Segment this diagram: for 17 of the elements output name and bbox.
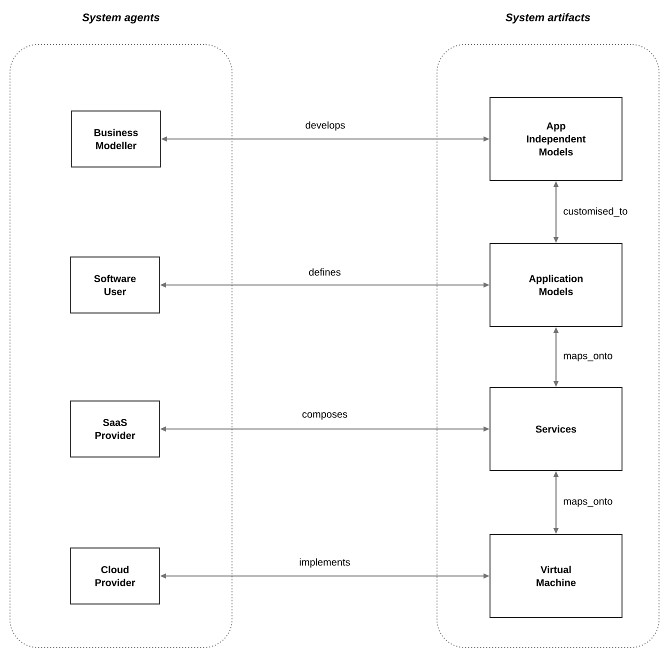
- edge-label: defines: [308, 267, 342, 277]
- edge-label: composes: [300, 411, 349, 421]
- node-label: System artifacts: [506, 13, 590, 24]
- edge-label: maps_onto: [562, 352, 614, 362]
- edge-label: implements: [298, 557, 352, 569]
- agent-box: Software User: [70, 256, 160, 314]
- artifact-box: Virtual Machine: [490, 534, 622, 618]
- edge-label: develops: [304, 120, 346, 132]
- agent-box: SaaS Provider: [70, 400, 160, 458]
- agent-box: Business Modeller: [71, 110, 161, 168]
- agent-box: Cloud Provider: [70, 548, 160, 604]
- node-label: System agents: [82, 14, 160, 24]
- edge-label: customised_to: [562, 206, 629, 218]
- artifact-box: App Independent Models: [490, 97, 622, 181]
- artifact-box: Application Models: [490, 243, 622, 327]
- artifact-box: Services: [490, 387, 622, 471]
- edge-label: maps_onto: [562, 497, 614, 508]
